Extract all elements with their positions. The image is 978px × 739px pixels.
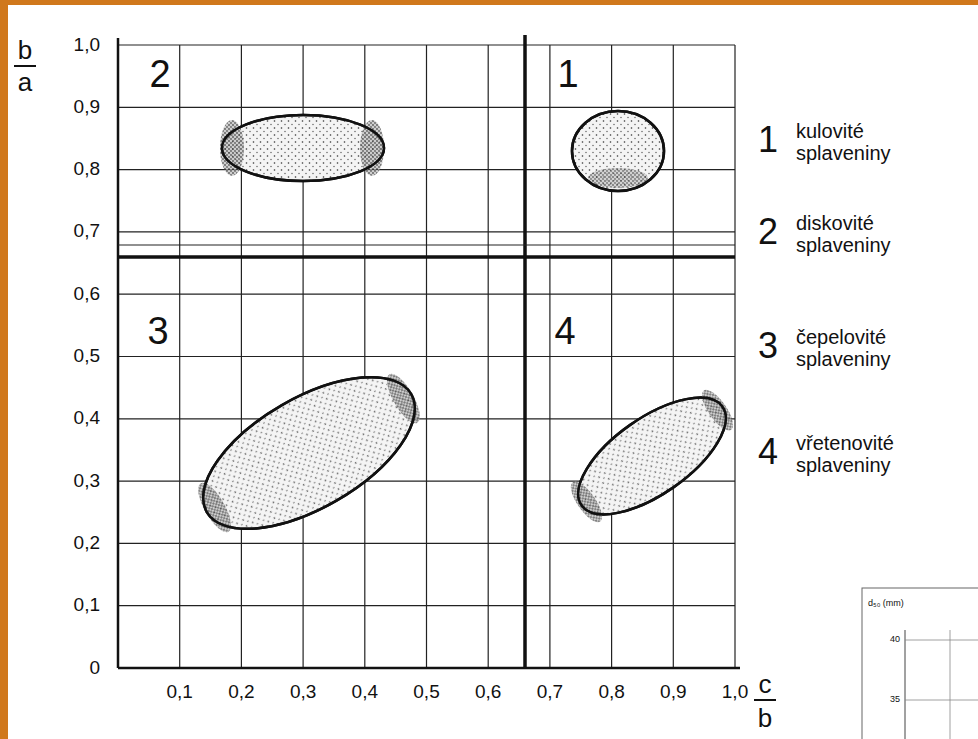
tick-label: 0,9: [74, 97, 100, 118]
axis-label: b: [18, 36, 32, 65]
legend-text: čepelovité splaveniny: [796, 326, 914, 370]
tick-label: 0,6: [74, 284, 100, 305]
tick-label: 0,1: [166, 682, 192, 703]
tick-label: 0,8: [598, 682, 624, 703]
tick-label: 0,8: [74, 159, 100, 180]
legend-number: 2: [758, 212, 778, 252]
tick-label: 0,2: [74, 533, 100, 554]
legend-text: diskovité splaveniny: [796, 212, 914, 256]
tick-label: 0,4: [74, 408, 100, 429]
legend-number: 4: [758, 432, 778, 472]
tick-label: 1,0: [722, 682, 748, 703]
tick-label: 0,3: [290, 682, 316, 703]
axis-label: a: [18, 68, 32, 97]
quadrant-number: 2: [149, 54, 170, 96]
legend-text: vřetenovité splaveniny: [796, 432, 914, 476]
tick-label: 0: [89, 658, 100, 679]
quadrant-number: 3: [147, 311, 168, 353]
legend-number: 3: [758, 326, 778, 366]
tick-label: 0,5: [74, 346, 100, 367]
axis-label: c: [759, 670, 772, 699]
tick-label: 0,7: [74, 221, 100, 242]
quadrant-number: 1: [557, 54, 578, 96]
legend-text: kulovité splaveniny: [796, 120, 914, 164]
inset-tick: 35: [890, 695, 900, 705]
tick-label: 0,9: [660, 682, 686, 703]
tick-label: 0,5: [413, 682, 439, 703]
legend-number: 1: [758, 120, 778, 160]
inset-axis-label: d₅₀ (mm): [868, 599, 904, 609]
tick-label: 0,7: [537, 682, 563, 703]
tick-label: 0,6: [475, 682, 501, 703]
tick-label: 0,3: [74, 471, 100, 492]
inset-tick: 40: [890, 635, 900, 645]
quadrant-number: 4: [554, 311, 575, 353]
tick-label: 0,1: [74, 595, 100, 616]
tick-label: 0,2: [228, 682, 254, 703]
tick-label: 1,0: [74, 35, 100, 56]
tick-label: 0,4: [352, 682, 378, 703]
axis-label: b: [758, 704, 772, 733]
